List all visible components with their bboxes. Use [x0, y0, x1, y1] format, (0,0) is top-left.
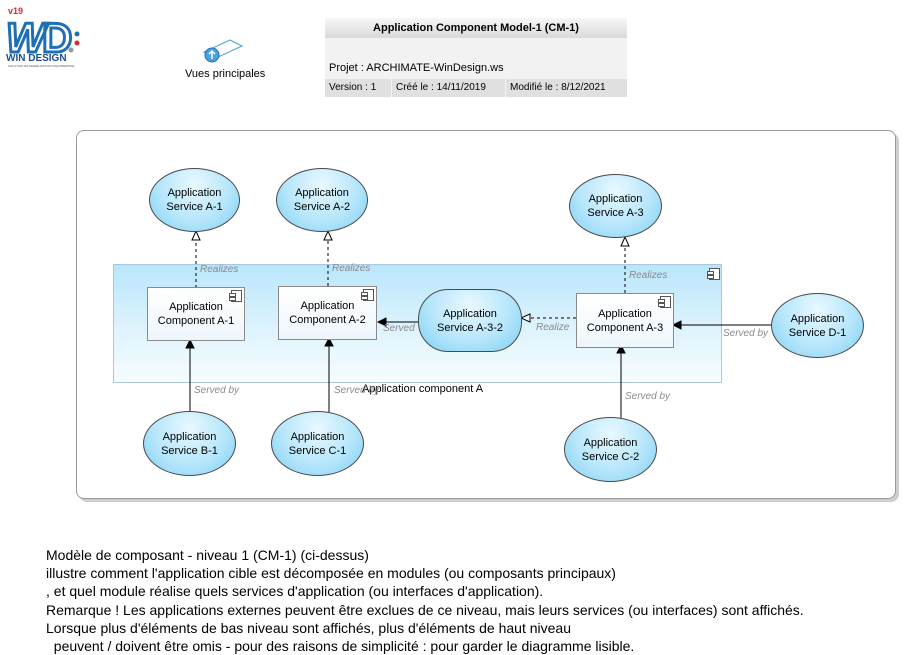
svg-text:W: W: [6, 14, 49, 58]
group-component-icon: [707, 268, 720, 280]
served-head-a32: [376, 317, 387, 327]
header-cree: Créé le : 14/11/2019: [392, 79, 505, 97]
vues-principales-link[interactable]: Vues principales: [182, 36, 272, 82]
component-a1-line1: Application: [169, 301, 223, 313]
description-line: Remarque ! Les applications externes peu…: [46, 601, 804, 618]
relation-label-served-a32: Served: [383, 323, 415, 334]
served-head-b1: [185, 338, 195, 349]
component-a3-line2: Component A-3: [586, 321, 664, 334]
windesign-logo: v19 W D WIN DESIGN SOLUTION DE MODÉLISAT…: [4, 6, 84, 68]
service-a3-2-line2: Service A-3-2: [436, 321, 504, 334]
service-c2-line1: Application: [583, 436, 638, 449]
component-a3-icon: [658, 296, 671, 308]
relation-label-realizes-a1: Realizes: [200, 264, 239, 275]
service-b1-line2: Service B-1: [161, 444, 218, 457]
served-head-c1: [324, 336, 334, 347]
service-a3-2-line1: Application: [443, 307, 497, 320]
relation-label-served-d1: Served by: [723, 328, 769, 339]
description-block: Modèle de composant - niveau 1 (CM-1) (c…: [46, 546, 804, 655]
logo-brand: WIN DESIGN: [6, 53, 67, 64]
description-line: Modèle de composant - niveau 1 (CM-1) (c…: [46, 547, 369, 563]
header-modifie: Modifié le : 8/12/2021: [506, 79, 627, 97]
served-head-d1: [671, 320, 682, 330]
description-line: Lorsque plus d'éléments de bas niveau so…: [46, 619, 571, 636]
service-a2-line1: Application: [295, 187, 349, 199]
relation-label-realizes-a3: Realizes: [629, 270, 668, 281]
realizes-head-a2: [323, 229, 333, 241]
relation-label-realizes-a2: Realizes: [332, 263, 371, 274]
component-a2-icon: [361, 289, 374, 301]
service-a1-line1: Application: [167, 187, 222, 199]
logo-mark: W D: [5, 13, 80, 58]
service-d1-line1: Application: [790, 312, 845, 325]
component-a2-line1: Application: [300, 300, 355, 312]
logo-version: v19: [8, 6, 24, 16]
relation-label-realize-a32: Realize: [536, 322, 570, 333]
relation-label-served-c1: Served by: [334, 385, 380, 396]
vues-principales-label: Vues principales: [185, 68, 266, 80]
component-a1-icon: [229, 290, 242, 302]
service-c2-line2: Service C-2: [581, 450, 640, 463]
served-head-c2: [616, 343, 626, 354]
service-d1-line2: Service D-1: [788, 326, 847, 339]
group-label: Application component A: [362, 383, 484, 395]
service-a3-line2: Service A-3: [587, 207, 644, 219]
service-a1-line2: Service A-1: [166, 201, 223, 213]
header-title: Application Component Model-1 (CM-1): [325, 18, 627, 38]
description-line: illustre comment l'application cible est…: [46, 565, 616, 582]
description-line: peuvent / doivent être omis - pour des r…: [46, 638, 635, 655]
realizes-head-a1: [191, 229, 201, 241]
service-c1-line1: Application: [290, 430, 345, 443]
component-a2-line2: Component A-2: [289, 314, 366, 326]
relation-label-served-b1: Served by: [194, 385, 240, 396]
logo-tagline: SOLUTION DE MODÉLISATION D'ENTREPRISE: [8, 64, 75, 68]
header-projet: Projet : ARCHIMATE-WinDesign.ws: [329, 62, 504, 74]
service-c1-line2: Service C-1: [288, 444, 347, 457]
service-a2-line2: Service A-2: [293, 201, 351, 213]
relation-label-served-c2: Served by: [625, 391, 671, 402]
realizes-head-a3: [620, 235, 630, 247]
realizes-head-a32: [519, 313, 531, 323]
component-a3-line1: Application: [598, 307, 652, 320]
header-version: Version : 1: [325, 79, 391, 97]
svg-text:D: D: [42, 14, 72, 58]
service-b1-line1: Application: [162, 430, 217, 443]
view-icon: [202, 39, 244, 63]
component-a1-line2: Component A-1: [157, 315, 235, 327]
service-a3-line1: Application: [588, 193, 643, 205]
description-line: , et quel module réalise quels services …: [46, 583, 544, 600]
